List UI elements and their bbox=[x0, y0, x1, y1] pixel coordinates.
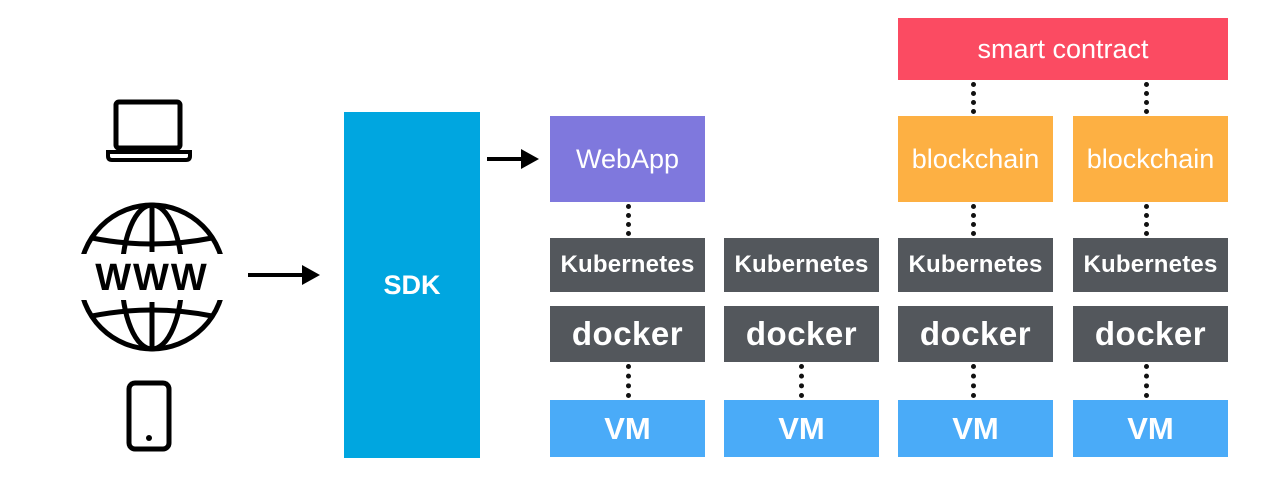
kubernetes-layer: Kubernetes bbox=[550, 238, 705, 292]
vm-block: VM bbox=[550, 400, 705, 457]
kubernetes-layer: Kubernetes bbox=[1073, 238, 1228, 292]
webapp-label: WebApp bbox=[575, 143, 680, 174]
vm-label: VM bbox=[952, 410, 999, 446]
docker-layer: docker bbox=[898, 306, 1053, 362]
docker-label: docker bbox=[919, 315, 1032, 352]
docker-label: docker bbox=[1094, 315, 1207, 352]
blockchain-block: blockchain bbox=[1073, 116, 1228, 202]
kubernetes-label: Kubernetes bbox=[560, 251, 695, 278]
connector-dots bbox=[1144, 204, 1149, 236]
www-globe-icon: WWW bbox=[72, 198, 232, 356]
vm-block: VM bbox=[898, 400, 1053, 457]
laptop-icon bbox=[106, 98, 192, 162]
vm-label: VM bbox=[604, 410, 651, 446]
connector-dots bbox=[1144, 364, 1149, 398]
vm-label: VM bbox=[1127, 410, 1174, 446]
docker-layer: docker bbox=[550, 306, 705, 362]
blockchain-label: blockchain bbox=[911, 143, 1040, 174]
docker-label: docker bbox=[745, 315, 858, 352]
kubernetes-label: Kubernetes bbox=[734, 251, 869, 278]
docker-label: docker bbox=[571, 315, 684, 352]
connector-dots bbox=[626, 204, 631, 236]
connector-dots bbox=[1144, 82, 1149, 114]
sdk-label: SDK bbox=[383, 269, 441, 300]
vm-block: VM bbox=[1073, 400, 1228, 457]
kubernetes-label: Kubernetes bbox=[908, 251, 1043, 278]
kubernetes-label: Kubernetes bbox=[1083, 251, 1218, 278]
docker-layer: docker bbox=[1073, 306, 1228, 362]
vm-label: VM bbox=[778, 410, 825, 446]
connector-dots bbox=[971, 204, 976, 236]
smart-contract-block: smart contract bbox=[898, 18, 1228, 80]
connector-dots bbox=[626, 364, 631, 398]
connector-dots bbox=[799, 364, 804, 398]
webapp-block: WebApp bbox=[550, 116, 705, 202]
connector-dots bbox=[971, 364, 976, 398]
connector-dots bbox=[971, 82, 976, 114]
kubernetes-layer: Kubernetes bbox=[724, 238, 879, 292]
blockchain-block: blockchain bbox=[898, 116, 1053, 202]
sdk-block: SDK bbox=[344, 112, 480, 458]
kubernetes-layer: Kubernetes bbox=[898, 238, 1053, 292]
vm-block: VM bbox=[724, 400, 879, 457]
smartphone-icon bbox=[126, 380, 172, 452]
www-text: WWW bbox=[95, 257, 209, 299]
blockchain-label: blockchain bbox=[1086, 143, 1215, 174]
docker-layer: docker bbox=[724, 306, 879, 362]
smart-contract-label: smart contract bbox=[977, 33, 1149, 64]
